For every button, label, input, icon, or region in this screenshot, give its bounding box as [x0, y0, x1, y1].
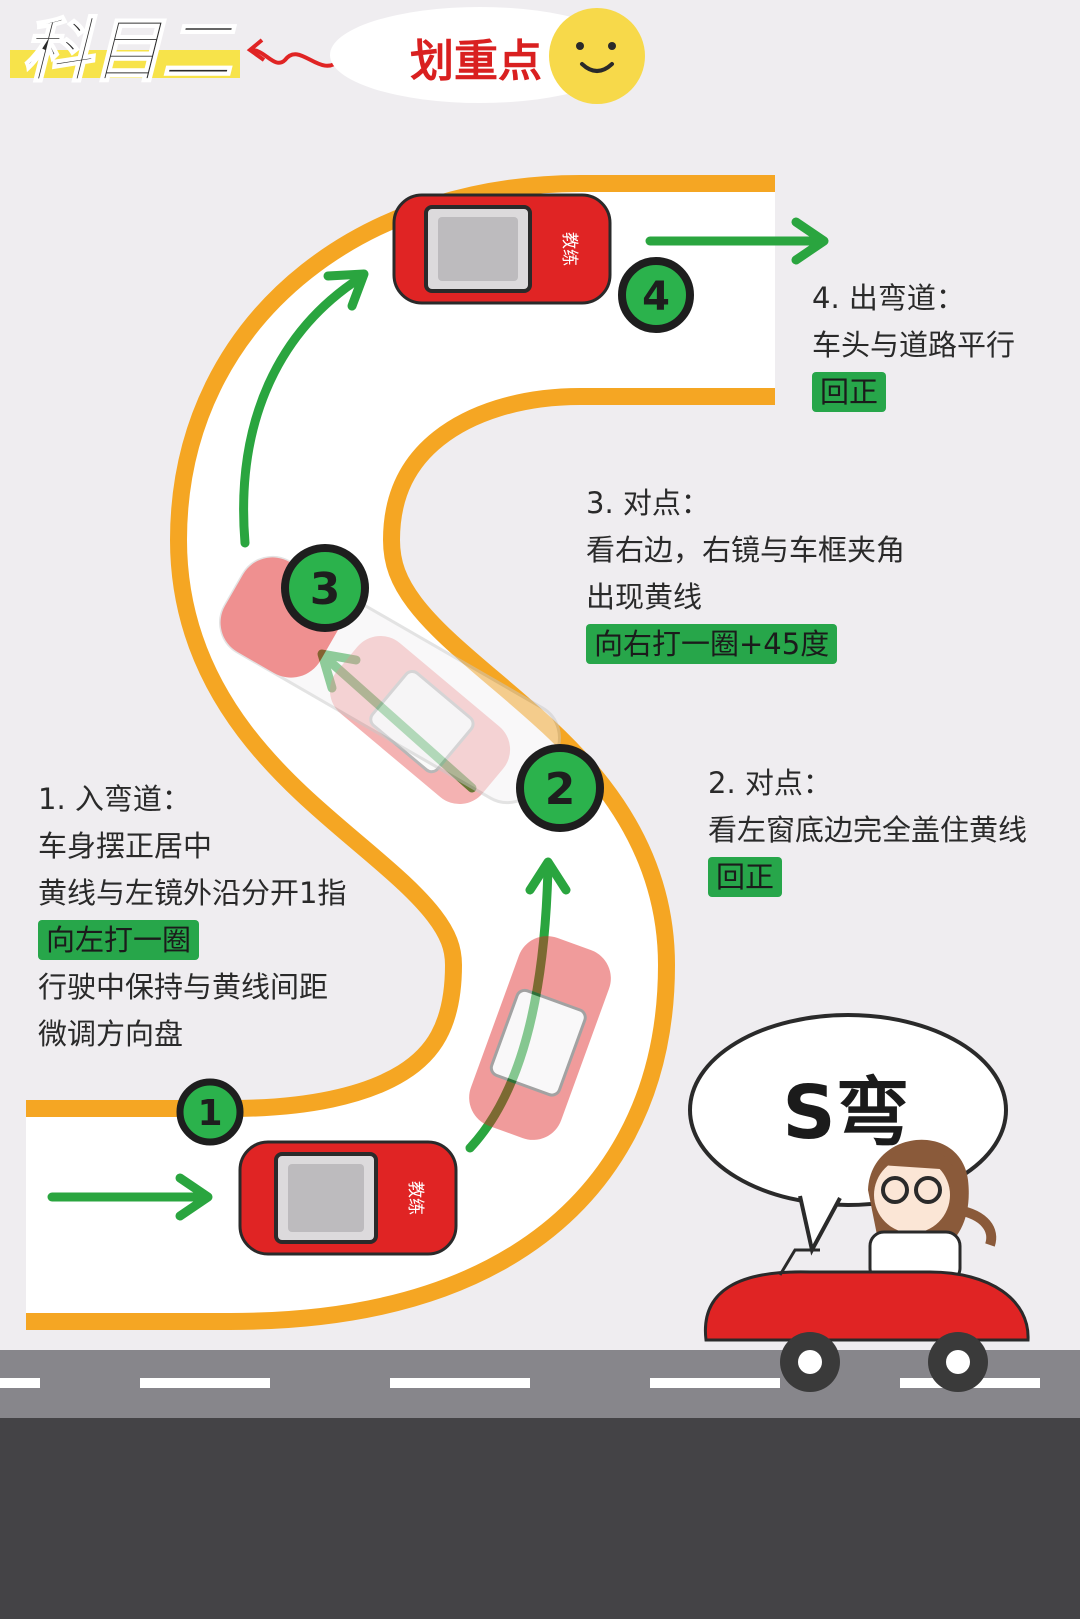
smiley-icon: [549, 8, 645, 104]
step-1-note: 1. 入弯道： 车身摆正居中 黄线与左镜外沿分开1指 向左打一圈 行驶中保持与黄…: [38, 776, 346, 1058]
step-3-title: 3. 对点：: [586, 486, 710, 520]
step-3-line-1: 看右边，右镜与车框夹角: [586, 533, 906, 567]
checkpoint-1: 1: [176, 1078, 244, 1146]
arrow-exit-head: [791, 217, 829, 265]
car-bottom-label: 教练: [405, 1181, 425, 1215]
step-4-title: 4. 出弯道：: [812, 281, 965, 315]
step-1-line-2: 黄线与左镜外沿分开1指: [38, 876, 347, 910]
checkpoint-3: 3: [281, 544, 369, 632]
step-3-note: 3. 对点： 看右边，右镜与车框夹角 出现黄线 向右打一圈+45度: [586, 480, 905, 668]
step-3-line-2: 出现黄线: [586, 580, 703, 614]
step-4-line-1: 车头与道路平行: [812, 328, 1016, 362]
step-2-line-1: 看左窗底边完全盖住黄线: [708, 813, 1028, 847]
girl-driver: [868, 1139, 997, 1284]
step-4-note: 4. 出弯道： 车头与道路平行 回正: [812, 275, 1015, 416]
ground-dark: [0, 1418, 1080, 1619]
arrow-curve-1: [465, 861, 553, 1153]
step-2-title: 2. 对点：: [708, 766, 832, 800]
arrow-curve-2: [239, 273, 365, 548]
squiggle-arrow-icon: [251, 48, 342, 68]
checkpoint-2-label: 2: [545, 764, 576, 815]
step-2-action: 回正: [708, 857, 783, 897]
checkpoint-4: 4: [618, 257, 694, 333]
checkpoint-1-label: 1: [197, 1093, 222, 1134]
header-subtitle: 划重点: [410, 36, 542, 87]
step-1-line-1: 车身摆正居中: [38, 829, 213, 863]
car-ghost-1: [469, 936, 611, 1140]
bubble-text: S弯: [782, 1070, 909, 1156]
checkpoint-4-label: 4: [642, 274, 670, 320]
header-highlight: [10, 50, 240, 78]
squiggle-arrow-head: [246, 38, 266, 62]
car-top: 教练: [392, 193, 612, 305]
step-1-after-2: 微调方向盘: [38, 1017, 184, 1051]
arrow-curve-2-head: [323, 269, 369, 311]
step-3-action: 向右打一圈+45度: [586, 624, 838, 664]
arrow-curve-1-head: [525, 857, 571, 895]
checkpoint-3-label: 3: [310, 564, 341, 615]
car-bottom: 教练: [238, 1140, 458, 1256]
red-car-icon: [703, 1248, 1030, 1392]
step-1-title: 1. 入弯道：: [38, 782, 191, 816]
arrow-entry-head: [175, 1173, 213, 1221]
checkpoint-2: 2: [516, 744, 604, 832]
step-4-action: 回正: [812, 372, 887, 412]
step-2-note: 2. 对点： 看左窗底边完全盖住黄线 回正: [708, 760, 1027, 901]
car-top-label: 教练: [559, 232, 579, 266]
step-1-action: 向左打一圈: [38, 920, 200, 960]
step-1-after-1: 行驶中保持与黄线间距: [38, 970, 329, 1004]
header-title: 科目二: [22, 10, 236, 92]
